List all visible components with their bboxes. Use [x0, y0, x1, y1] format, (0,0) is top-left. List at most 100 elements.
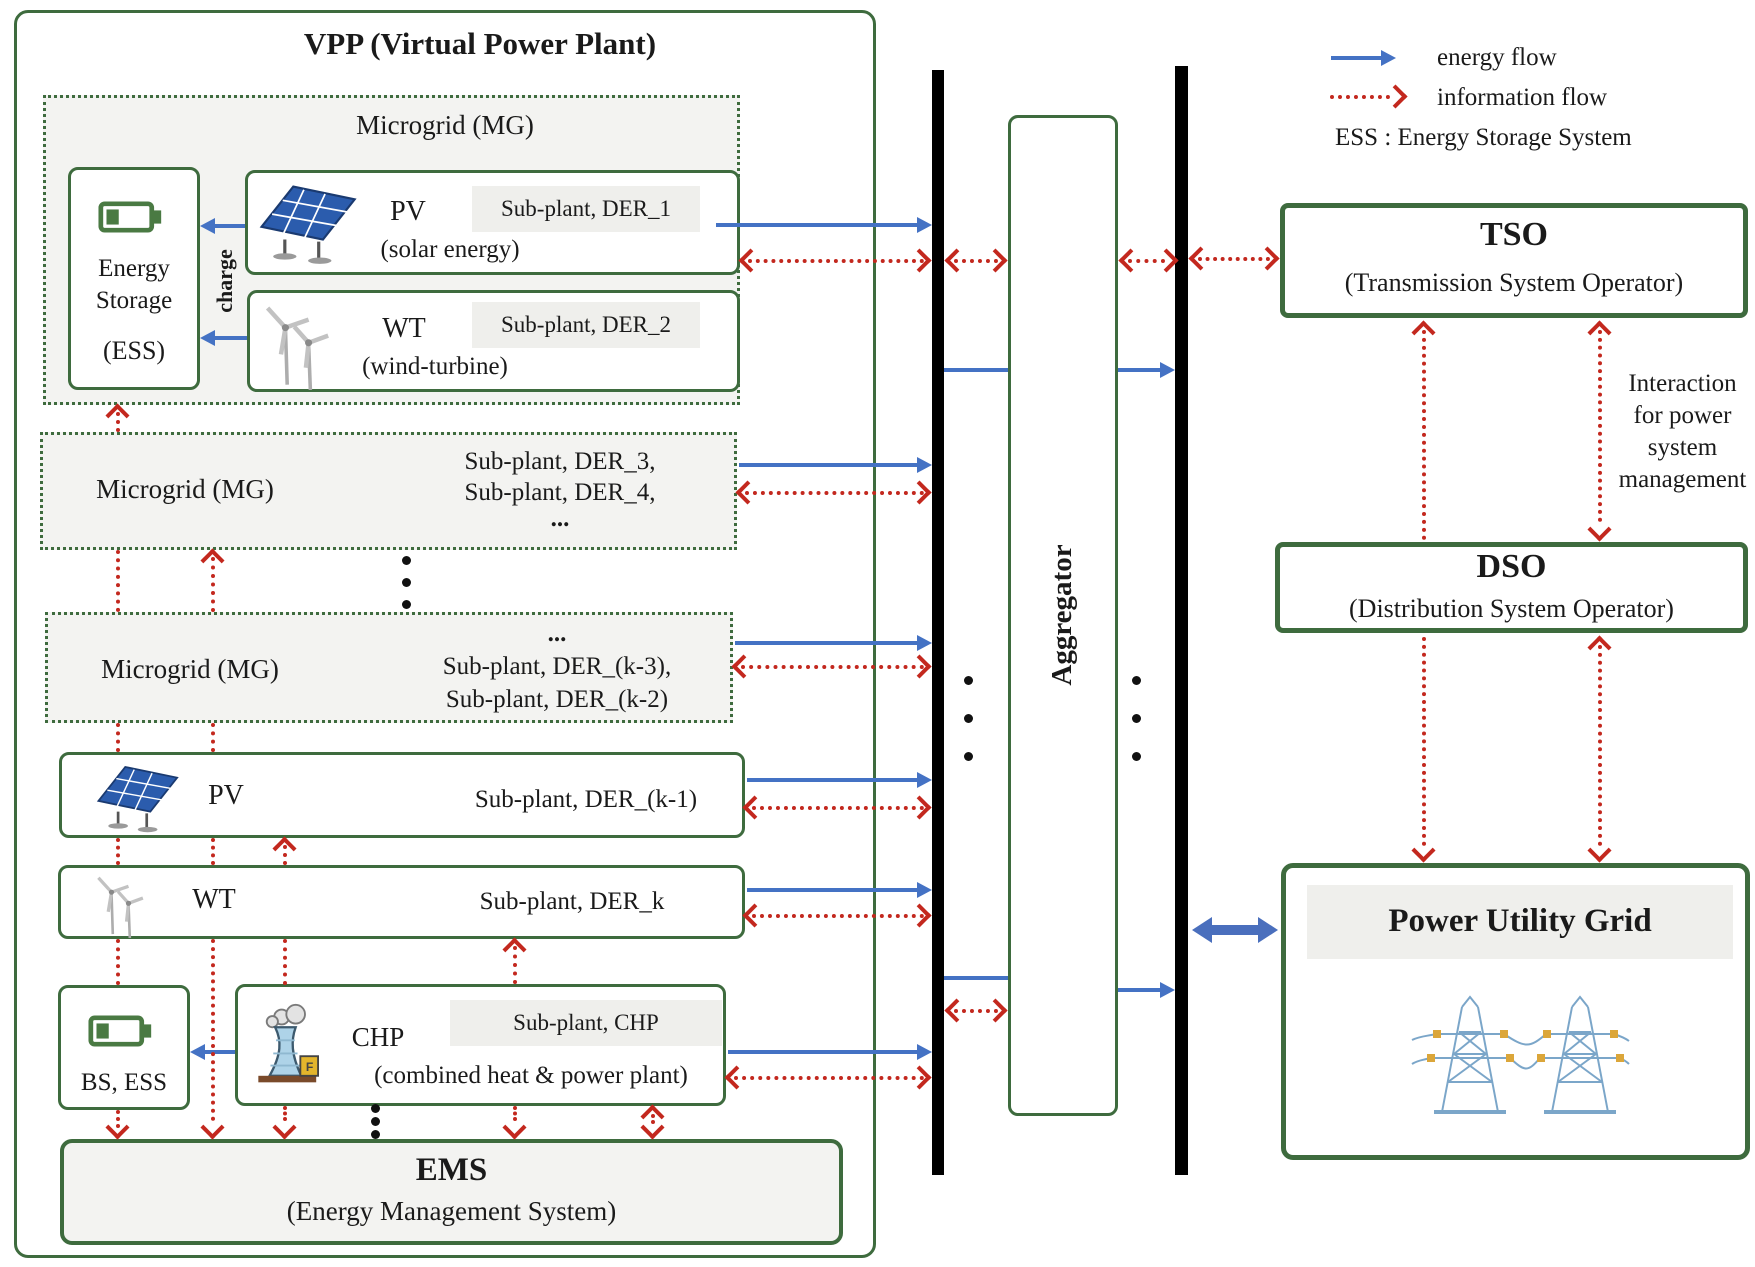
solar-panel-icon — [259, 185, 357, 264]
energy-flow-mg2-to-bus — [739, 463, 917, 467]
info-flow-col1-s3 — [116, 723, 120, 752]
interaction-note-4: management — [1618, 466, 1747, 493]
info-flow-head — [1255, 246, 1280, 271]
info-flow-head — [907, 480, 932, 505]
energy-flow-head — [917, 457, 932, 473]
energy-flow-wt-to-ess-head — [200, 330, 215, 346]
info-flow-mg3-bus — [741, 665, 924, 669]
ess-label-3: (ESS) — [102, 336, 166, 365]
energy-flow-head — [917, 217, 932, 233]
vertical-ellipsis-mg — [402, 556, 411, 609]
info-flow-col3-s2 — [283, 939, 287, 985]
battery-icon-2 — [88, 1015, 152, 1047]
mg1-wt-subplant-label: Sub-plant, DER_2 — [472, 302, 700, 348]
info-flow-wtrow-bus — [752, 914, 924, 918]
energy-flow-mg3-to-bus — [735, 641, 917, 645]
mg1-pv-subplant-text: Sub-plant, DER_1 — [501, 196, 671, 221]
interaction-note-2: for power — [1633, 402, 1732, 429]
wt-row-name: WT — [192, 884, 236, 915]
microgrid-3-line-2: Sub-plant, DER_(k-2) — [445, 686, 669, 713]
info-flow-col2-s2 — [211, 723, 215, 752]
info-flow-head — [983, 998, 1008, 1023]
info-flow-dso-pug-right — [1598, 645, 1602, 846]
microgrid-1-title: Microgrid (MG) — [356, 110, 534, 140]
ess-label-1: Energy — [98, 255, 170, 282]
energy-flow-chp-to-bs-head — [190, 1044, 205, 1060]
pv-row-subplant: Sub-plant, DER_(k-1) — [474, 786, 698, 813]
info-flow-bus1-agg-lower — [954, 1009, 998, 1013]
info-flow-col1-s5 — [116, 939, 120, 985]
pv-row-box — [59, 752, 745, 838]
info-flow-head — [907, 1065, 932, 1090]
info-flow-dso-pug-left — [1422, 637, 1426, 846]
microgrid-3-line-1: Sub-plant, DER_(k-3), — [442, 653, 672, 680]
legend-energy-label: energy flow — [1437, 44, 1557, 71]
wt-row-subplant: Sub-plant, DER_k — [479, 888, 665, 915]
tso-box — [1280, 203, 1748, 318]
microgrid-2-title: Microgrid (MG) — [96, 474, 274, 504]
microgrid-2 — [40, 432, 737, 550]
tso-subtitle: (Transmission System Operator) — [1344, 268, 1684, 297]
legend-ess-note: ESS : Energy Storage System — [1335, 124, 1632, 151]
info-flow-col1-s4 — [116, 838, 120, 865]
legend-info-arrow-head — [1383, 84, 1408, 109]
info-flow-col4-s1 — [513, 946, 517, 984]
wt-row-box — [58, 865, 745, 939]
wind-turbine-icon-2 — [97, 876, 144, 938]
ess-label-2: Storage — [95, 287, 173, 314]
bus-bar-1 — [932, 70, 944, 1175]
chp-subplant-text: Sub-plant, CHP — [513, 1010, 659, 1035]
microgrid-3-line-0: ... — [547, 620, 567, 647]
legend-energy-arrow-head — [1381, 50, 1396, 66]
info-flow-head — [907, 654, 932, 679]
mg1-pv-subplant-label: Sub-plant, DER_1 — [472, 186, 700, 232]
vertical-ellipsis-bus2 — [1132, 676, 1141, 761]
dso-box — [1275, 542, 1748, 633]
info-flow-head — [1411, 838, 1436, 863]
interaction-note-1: Interaction — [1628, 370, 1737, 397]
power-grid-title: Power Utility Grid — [1388, 903, 1652, 939]
info-flow-pvrow-bus — [752, 806, 924, 810]
info-flow-col1-s1 — [116, 412, 120, 432]
chp-plant-icon: F — [258, 1003, 320, 1083]
info-flow-agg-bus2 — [1128, 259, 1165, 263]
energy-flow-head — [917, 1044, 932, 1060]
info-flow-col3-s3 — [283, 1106, 287, 1121]
mg1-pv-name: PV — [390, 196, 426, 227]
energy-flow-head — [917, 635, 932, 651]
interaction-note-3: system — [1647, 434, 1718, 461]
info-flow-head — [1587, 517, 1612, 542]
energy-flow-bus2-grid — [1208, 925, 1262, 935]
info-flow-chp-bus — [734, 1076, 924, 1080]
ems-title: EMS — [415, 1152, 488, 1188]
energy-flow-bus1-agg-lower — [944, 976, 1008, 980]
energy-flow-mg1-to-bus — [716, 223, 917, 227]
solar-panel-icon-2 — [96, 765, 179, 833]
svg-text:F: F — [306, 1060, 313, 1074]
info-flow-bus1-agg-upper — [954, 259, 998, 263]
info-flow-mg1-bus — [748, 259, 924, 263]
ems-box — [60, 1139, 843, 1245]
dso-subtitle: (Distribution System Operator) — [1349, 594, 1674, 623]
energy-flow-pvrow-to-bus — [747, 778, 917, 782]
tso-title: TSO — [1479, 216, 1549, 253]
energy-flow-bus2-grid-head-left — [1192, 917, 1212, 943]
info-flow-head — [1118, 248, 1143, 273]
info-flow-head — [944, 248, 969, 273]
info-flow-head — [983, 248, 1008, 273]
info-flow-head — [1188, 246, 1213, 271]
microgrid-2-line-1: Sub-plant, DER_3, — [464, 448, 656, 475]
mg1-wt-desc: (wind-turbine) — [362, 353, 508, 380]
energy-flow-head — [1160, 982, 1175, 998]
info-flow-col4-s2 — [513, 1106, 517, 1121]
ems-subtitle: (Energy Management System) — [286, 1196, 617, 1226]
aggregator-box — [1008, 115, 1118, 1116]
info-flow-col5 — [651, 1114, 655, 1124]
energy-flow-wtrow-to-bus — [747, 888, 917, 892]
vertical-ellipsis-ems — [371, 1104, 380, 1139]
info-flow-head — [907, 903, 932, 928]
transmission-towers-icon — [1411, 995, 1630, 1114]
energy-flow-head — [917, 882, 932, 898]
energy-flow-bus2-grid-head-right — [1258, 917, 1278, 943]
